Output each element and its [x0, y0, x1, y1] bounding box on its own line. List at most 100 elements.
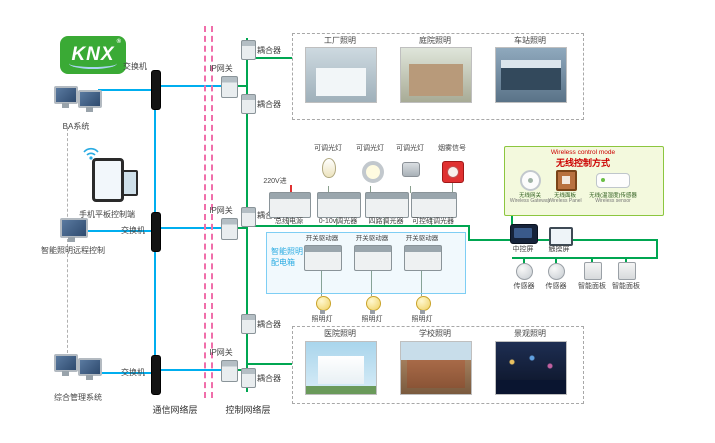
coupler-1: [241, 40, 256, 60]
wire-lamp3: [410, 186, 411, 193]
dimmable-lamp-2-label: 可调光灯: [356, 145, 384, 152]
lighting-lamp-3-icon: [416, 296, 431, 314]
courtyard-lighting-label: 庭院照明: [419, 36, 451, 45]
central-control-screen-display: [514, 228, 532, 238]
wire-alarm: [452, 182, 453, 193]
bus-stub-sensor2: [555, 257, 557, 265]
mgmt-monitor-1-icon: [54, 354, 78, 376]
knx-logo: KNX ®: [60, 36, 126, 74]
coupler-4-label: 耦合器: [257, 320, 281, 329]
wireless-sensor-led: [601, 178, 605, 182]
bus-stub-panel1: [591, 257, 593, 265]
dimmer-0-10v-label: 0-10v调光器: [318, 218, 358, 225]
switch-driver-1-label: 开关驱动器: [305, 235, 339, 242]
bus-right-drop: [656, 239, 658, 259]
dimmer-0-10v-module: [317, 192, 361, 218]
hospital-lighting-photo: [305, 341, 377, 395]
coupler-5-label: 耦合器: [257, 374, 281, 383]
wifi-icon: [83, 147, 99, 160]
switch-driver-3-module: [404, 245, 442, 271]
registered-mark: ®: [116, 39, 122, 45]
wire-driver2-lamp: [371, 270, 372, 296]
coupler-2-label: 耦合器: [257, 100, 281, 109]
switch-driver-3-label: 开关驱动器: [405, 235, 439, 242]
dimmer-4ch-label: 四路调光器: [368, 218, 404, 225]
dimmer-scr-label: 可控硅调光器: [412, 218, 454, 225]
comm-line-ba-to-switch: [98, 89, 152, 91]
switch-driver-2-module: [354, 245, 392, 271]
comm-line-switch2-gateway2: [159, 227, 223, 229]
remote-control-label: 智能照明远程控制: [41, 246, 105, 255]
school-lighting-label: 学校照明: [419, 329, 451, 338]
wireless-gateway-label: 无线网关: [518, 193, 541, 199]
landscape-lighting-label: 景观照明: [514, 329, 546, 338]
bus-branch-middle: [248, 225, 470, 227]
dimmable-lamp-1-label: 可调光灯: [314, 145, 342, 152]
ip-gateway-1: [221, 76, 238, 98]
coupler-3: [241, 207, 256, 227]
switch-driver-1-module: [304, 245, 342, 271]
wireless-title-zh: 无线控制方式: [555, 158, 610, 168]
dimmable-lamp-3-label: 可调光灯: [396, 145, 424, 152]
wireless-title-en: Wireless control mode: [550, 149, 616, 156]
factory-lighting-photo: [305, 47, 377, 103]
coupler-1-label: 耦合器: [257, 46, 281, 55]
wireless-sensor-label: 无线(温湿度)传感器: [589, 193, 637, 199]
distribution-box-label-line1: 智能照明: [271, 247, 303, 256]
bus-branch-bottom-gallery: [248, 363, 292, 365]
central-control-screen-label: 中控屏: [512, 246, 534, 253]
smoke-alarm-lens: [447, 166, 459, 178]
wire-driver1-lamp: [321, 270, 322, 296]
sensor-2-icon: [548, 263, 565, 280]
switch-1-label: 交换机: [123, 62, 147, 71]
dimmer-scr-module: [411, 192, 457, 218]
switch-3-label: 交换机: [121, 368, 145, 377]
comm-line-monitor-to-switch: [84, 230, 152, 232]
distribution-box-label-line2: 配电箱: [271, 258, 295, 267]
ethernet-switch-1: [151, 70, 161, 110]
wire-module1-bus: [288, 216, 289, 225]
bus-stub-gateway2: [236, 227, 247, 229]
mobile-terminal-label: 手机平板控制端: [79, 210, 135, 219]
power-in-label: 220V进: [263, 178, 287, 185]
coupler-2: [241, 94, 256, 114]
smoke-alarm-icon: [442, 161, 464, 183]
bus-step-vertical: [468, 225, 470, 241]
wireless-panel-label-en: Wireless Panel: [548, 198, 582, 204]
sensor-2-label: 传感器: [545, 283, 567, 290]
wire-module2-bus: [336, 216, 337, 225]
dimmable-lamp-1-icon: [322, 158, 336, 178]
smart-panel-1-label: 智能面板: [578, 283, 606, 290]
bus-row2-line: [512, 257, 658, 259]
wireless-gateway-icon: [520, 170, 541, 191]
landscape-lighting-photo: [495, 341, 567, 395]
wireless-panel-button: [562, 176, 570, 184]
ba-system-label: BA系统: [62, 122, 90, 131]
wire-lamp2: [370, 186, 371, 193]
wireless-panel-icon: [556, 170, 577, 191]
layer-boundary-line-1: [204, 26, 206, 398]
communication-layer-label: 通信网络层: [152, 405, 198, 415]
ip-gateway-3-label: IP网关: [209, 348, 233, 357]
wireless-gateway-label-en: Wireless Gateway: [509, 198, 551, 204]
ip-gateway-3: [221, 360, 238, 382]
courtyard-lighting-photo: [400, 47, 472, 103]
wireless-gateway-led: [528, 178, 533, 183]
wire-module3-bus: [384, 216, 385, 225]
lighting-lamp-2-label: 照明灯: [361, 316, 383, 323]
sensor-1-icon: [516, 263, 533, 280]
switch-2-label: 交换机: [121, 226, 145, 235]
switch-driver-2-label: 开关驱动器: [355, 235, 389, 242]
station-lighting-photo: [495, 47, 567, 103]
wire-module4-bus: [431, 216, 432, 225]
left-dashed-backbone-line: [67, 128, 68, 358]
ethernet-switch-2: [151, 212, 161, 252]
smart-panel-2-icon: [618, 262, 636, 280]
bus-stub-panel2: [625, 257, 627, 265]
remote-control-monitor-icon: [60, 218, 88, 242]
wireless-panel-label: 无线面板: [553, 193, 576, 199]
wireless-sensor-label-en: Wireless sensor: [595, 198, 631, 204]
sensor-1-label: 传感器: [513, 283, 535, 290]
hospital-lighting-label: 医院照明: [324, 329, 356, 338]
